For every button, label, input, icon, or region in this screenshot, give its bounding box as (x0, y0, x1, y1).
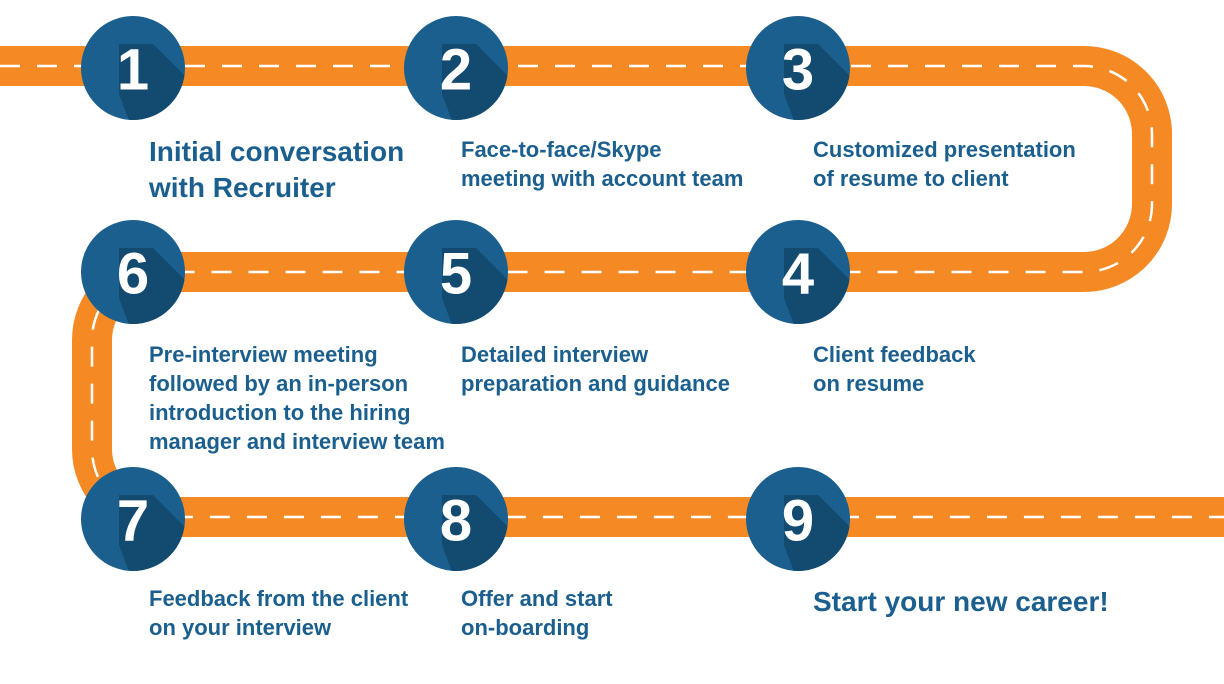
step-7-line-1: Feedback from the client (149, 586, 409, 611)
step-1-badge: 1 (81, 16, 185, 120)
step-8-number: 8 (440, 489, 472, 554)
step-4-label: Client feedback on resume (813, 340, 976, 398)
step-7-number: 7 (117, 489, 149, 554)
step-5-number: 5 (440, 242, 472, 307)
step-4-badge: 4 (746, 220, 850, 324)
step-2-line-1: Face-to-face/Skype (461, 137, 662, 162)
step-9-badge: 9 (746, 467, 850, 571)
step-4-number: 4 (782, 242, 814, 307)
step-6-badge-shadow (119, 248, 185, 324)
step-1-line-1: Initial conversation (149, 136, 405, 167)
step-5-line-1: Detailed interview (461, 342, 649, 367)
step-6-line-3: introduction to the hiring (149, 400, 411, 425)
step-4-line-1: Client feedback (813, 342, 976, 367)
step-9-line-1: Start your new career! (813, 586, 1109, 617)
step-2-number: 2 (440, 38, 472, 103)
step-3-line-1: Customized presentation (813, 137, 1076, 162)
step-badges: 1 2 3 4 5 6 7 8 9 (81, 16, 850, 571)
step-2-label: Face-to-face/Skype meeting with account … (461, 135, 743, 193)
step-7-badge-shadow (119, 495, 185, 571)
step-6-number: 6 (117, 242, 149, 307)
step-4-badge-shadow (784, 248, 850, 324)
step-5-label: Detailed interview preparation and guida… (461, 340, 730, 398)
step-5-badge: 5 (404, 220, 508, 324)
step-5-line-2: preparation and guidance (461, 371, 730, 396)
step-3-badge-shadow (784, 44, 850, 120)
step-8-badge-shadow (442, 495, 508, 571)
step-8-badge: 8 (404, 467, 508, 571)
step-3-label: Customized presentation of resume to cli… (813, 135, 1076, 193)
step-1-badge-shadow (119, 44, 185, 120)
step-7-line-2: on your interview (149, 615, 332, 640)
step-6-badge: 6 (81, 220, 185, 324)
step-7-label: Feedback from the client on your intervi… (149, 584, 408, 642)
step-2-badge: 2 (404, 16, 508, 120)
step-9-number: 9 (782, 489, 814, 554)
road-center-dashes (0, 64, 1224, 519)
step-9-label: Start your new career! (813, 584, 1109, 620)
step-3-number: 3 (782, 38, 814, 103)
step-1-label: Initial conversation with Recruiter (149, 134, 404, 206)
step-8-line-1: Offer and start (461, 586, 613, 611)
step-6-line-4: manager and interview team (149, 429, 445, 454)
step-1-line-2: with Recruiter (149, 172, 336, 203)
step-2-line-2: meeting with account team (461, 166, 744, 191)
step-3-line-2: of resume to client (813, 166, 1009, 191)
step-8-line-2: on-boarding (461, 615, 590, 640)
step-4-line-2: on resume (813, 371, 925, 396)
step-7-badge: 7 (81, 467, 185, 571)
step-9-badge-shadow (784, 495, 850, 571)
step-8-label: Offer and start on-boarding (461, 584, 613, 642)
step-6-label: Pre-interview meeting followed by an in-… (149, 340, 445, 456)
step-6-line-2: followed by an in-person (149, 371, 409, 396)
step-1-number: 1 (117, 38, 149, 103)
step-5-badge-shadow (442, 248, 508, 324)
step-6-line-1: Pre-interview meeting (149, 342, 378, 367)
step-3-badge: 3 (746, 16, 850, 120)
step-2-badge-shadow (442, 44, 508, 120)
